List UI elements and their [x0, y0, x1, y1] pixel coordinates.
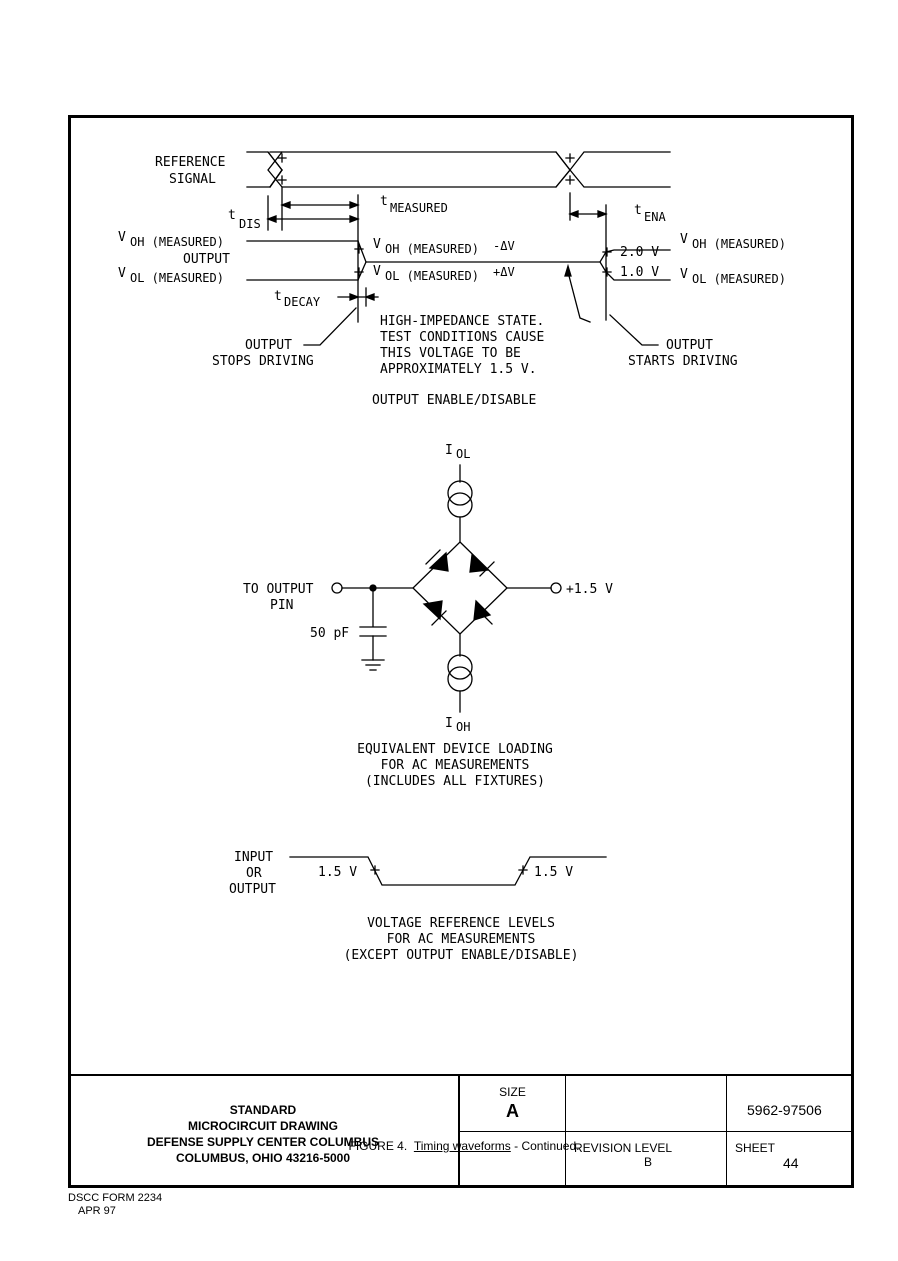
voh-left-sub: OH (MEASURED)	[130, 235, 224, 249]
output-stops-1: OUTPUT	[245, 338, 292, 353]
form-id-line-2: APR 97	[78, 1205, 116, 1217]
figure-caption-title: Timing waveforms	[413, 1139, 511, 1153]
hi-z-note-4: APPROXIMATELY 1.5 V.	[380, 362, 537, 377]
ref-signal-right-bottom	[555, 168, 671, 188]
vplus-label: +1.5 V	[566, 582, 613, 597]
standard-line-4: COLUMBUS, OHIO 43216-5000	[175, 1151, 351, 1165]
t-dis-t: t	[228, 208, 236, 223]
t-ena-t: t	[634, 203, 642, 218]
form-id-line-1: DSCC FORM 2234	[68, 1192, 163, 1204]
t-decay-sub: DECAY	[284, 295, 321, 309]
level-1v: 1.0 V	[620, 265, 659, 280]
figure-caption-prefix: FIGURE 4.	[348, 1139, 408, 1153]
ioh-sub: OH	[456, 720, 470, 734]
ref-right-level: 1.5 V	[534, 865, 573, 880]
t-measured-sub: MEASURED	[390, 201, 448, 215]
io-label-3: OUTPUT	[229, 882, 276, 897]
hi-z-note-1: HIGH-IMPEDANCE STATE.	[380, 314, 544, 329]
sheet-value: 44	[783, 1155, 799, 1171]
size-label: SIZE	[499, 1085, 526, 1099]
standard-line-1: STANDARD	[229, 1103, 297, 1117]
ref-caption-2: FOR AC MEASUREMENTS	[387, 932, 536, 947]
vol-right-v: V	[680, 267, 688, 282]
hi-z-note-2: TEST CONDITIONS CAUSE	[380, 330, 544, 345]
cap-label: 50 pF	[310, 626, 349, 641]
standard-line-2: MICROCIRCUIT DRAWING	[188, 1119, 338, 1133]
voh-minus-suffix: -ΔV	[493, 239, 515, 253]
figure-caption-suffix: - Continued.	[510, 1139, 580, 1153]
vol-right-sub: OL (MEASURED)	[692, 272, 786, 286]
figure-caption: FIGURE 4. Timing waveforms - Continued.	[71, 1139, 857, 1153]
standard-drawing-cell: STANDARD MICROCIRCUIT DRAWING DEFENSE SU…	[68, 1074, 460, 1188]
t-dis-sub: DIS	[239, 217, 261, 231]
revision-label: REVISION LEVEL	[574, 1141, 673, 1155]
loading-caption-2: FOR AC MEASUREMENTS	[381, 758, 530, 773]
output-starts-2: STARTS DRIVING	[628, 354, 738, 369]
hi-z-note-3: THIS VOLTAGE TO BE	[380, 346, 521, 361]
drawing-number: 5962-97506	[727, 1074, 854, 1132]
iol-sub: OL	[456, 447, 470, 461]
t-measured-t: t	[380, 194, 388, 209]
standard-line-3: DEFENSE SUPPLY CENTER COLUMBUS	[146, 1135, 380, 1149]
voh-minus-sub: OH (MEASURED)	[385, 242, 479, 256]
timing-diagram: REFERENCE SIGNAL t DIS t MEASURED t ENA …	[118, 151, 786, 963]
loading-caption-3: (INCLUDES ALL FIXTURES)	[365, 774, 545, 789]
size-cell: SIZE A	[460, 1074, 566, 1132]
vol-left-sub: OL (MEASURED)	[130, 271, 224, 285]
ref-signal-left-edge	[246, 151, 283, 188]
level-2v: 2.0 V	[620, 245, 659, 260]
iol-i: I	[445, 443, 453, 458]
to-output-2: PIN	[270, 598, 293, 613]
loading-caption-1: EQUIVALENT DEVICE LOADING	[357, 742, 553, 757]
vol-plus-sub: OL (MEASURED)	[385, 269, 479, 283]
vol-plus-v: V	[373, 264, 381, 279]
to-output-1: TO OUTPUT	[243, 582, 314, 597]
revision-cell: REVISION LEVEL B	[566, 1132, 727, 1188]
blank-cell-top	[566, 1074, 727, 1132]
ref-signal-label-2: SIGNAL	[169, 172, 216, 187]
drawing-frame: REFERENCE SIGNAL t DIS t MEASURED t ENA …	[68, 115, 854, 1188]
voh-right-v: V	[680, 232, 688, 247]
vol-plus-suffix: +ΔV	[493, 265, 515, 279]
io-label-1: INPUT	[234, 850, 273, 865]
t-ena-sub: ENA	[644, 210, 666, 224]
title-block: STANDARD MICROCIRCUIT DRAWING DEFENSE SU…	[68, 1074, 854, 1188]
ref-left-level: 1.5 V	[318, 865, 357, 880]
ref-caption-1: VOLTAGE REFERENCE LEVELS	[367, 916, 555, 931]
ioh-i: I	[445, 716, 453, 731]
sheet-cell: SHEET 44	[727, 1132, 854, 1188]
form-id: DSCC FORM 2234 APR 97	[68, 1192, 162, 1218]
ref-signal-body	[267, 151, 571, 188]
io-label-2: OR	[246, 866, 262, 881]
voh-right-sub: OH (MEASURED)	[692, 237, 786, 251]
ref-caption-3: (EXCEPT OUTPUT ENABLE/DISABLE)	[344, 948, 579, 963]
voh-minus-v: V	[373, 237, 381, 252]
blank-cell-bottom	[460, 1132, 566, 1188]
enable-disable-caption: OUTPUT ENABLE/DISABLE	[372, 393, 536, 408]
output-stops-2: STOPS DRIVING	[212, 354, 314, 369]
output-label: OUTPUT	[183, 252, 230, 267]
vol-left-v: V	[118, 266, 126, 281]
size-value: A	[506, 1101, 519, 1121]
ref-signal-right-top	[555, 151, 671, 172]
revision-value: B	[644, 1155, 653, 1169]
t-decay-t: t	[274, 289, 282, 304]
voh-left-v: V	[118, 230, 126, 245]
ref-signal-label-1: REFERENCE	[155, 155, 225, 170]
sheet-label: SHEET	[735, 1141, 776, 1155]
output-starts-1: OUTPUT	[666, 338, 713, 353]
